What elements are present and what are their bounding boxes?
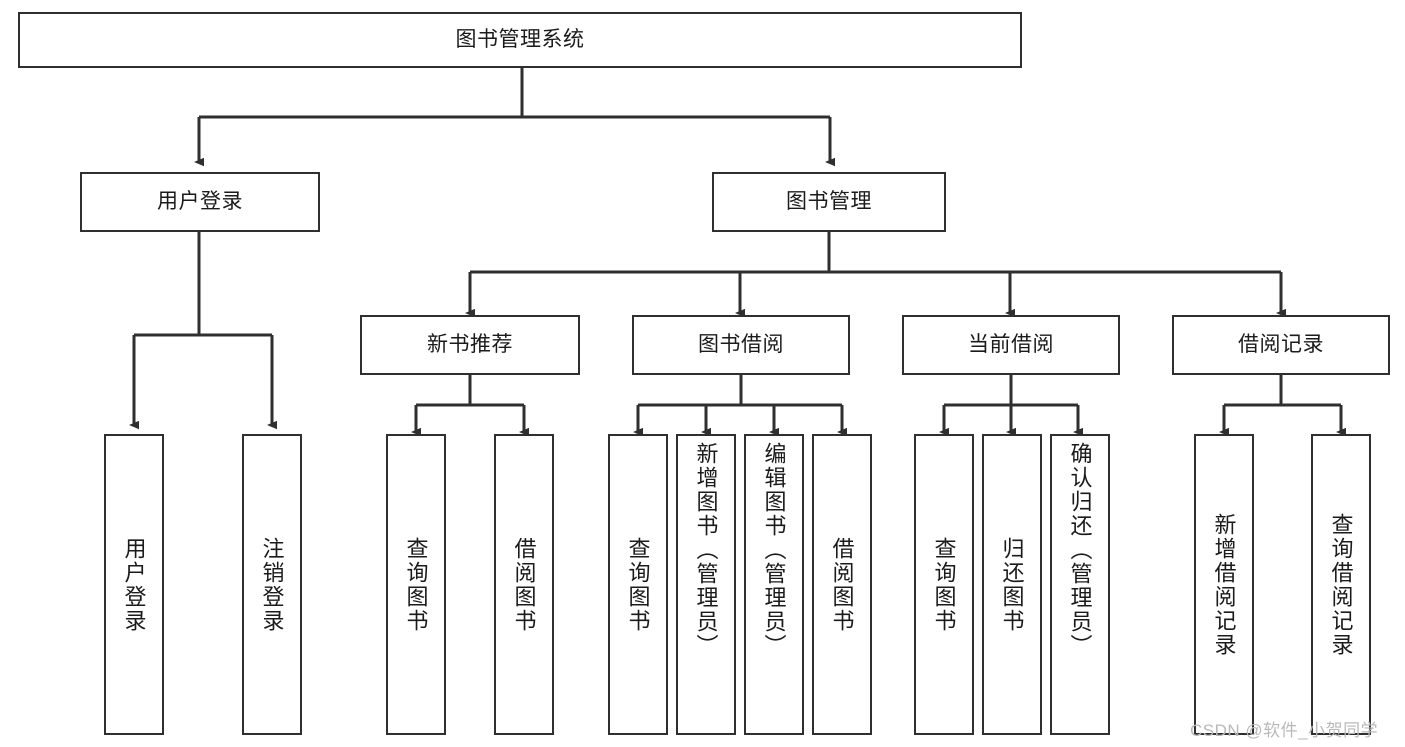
node-label: 当前借阅	[968, 332, 1054, 356]
node-label: 新增借阅记录	[1211, 512, 1237, 657]
leaf-borrow-record-add[interactable]: 新增借阅记录	[1194, 434, 1254, 735]
leaf-current-borrow-query[interactable]: 查询图书	[914, 434, 974, 735]
node-label: 查询图书	[403, 536, 429, 633]
node-borrow-record[interactable]: 借阅记录	[1172, 315, 1390, 375]
leaf-book-borrow-edit-admin[interactable]: 编辑图书（管理员）	[744, 434, 804, 735]
leaf-book-borrow-query[interactable]: 查询图书	[608, 434, 668, 735]
node-label: 查询图书	[931, 536, 957, 633]
leaf-book-borrow-add-admin[interactable]: 新增图书（管理员）	[676, 434, 736, 735]
node-label: 用户登录	[121, 536, 147, 633]
node-label: 新增图书（管理员）	[693, 442, 719, 658]
node-label: 新书推荐	[427, 332, 513, 356]
node-label: 图书管理	[786, 189, 872, 213]
node-book-borrow[interactable]: 图书借阅	[632, 315, 850, 375]
leaf-new-book-borrow[interactable]: 借阅图书	[494, 434, 554, 735]
leaf-current-borrow-return[interactable]: 归还图书	[982, 434, 1042, 735]
node-label: 归还图书	[999, 536, 1025, 633]
node-label: 注销登录	[259, 536, 285, 633]
leaf-current-borrow-confirm-return-admin[interactable]: 确认归还（管理员）	[1050, 434, 1110, 735]
node-label: 用户登录	[157, 189, 243, 213]
node-new-book-recommend[interactable]: 新书推荐	[360, 315, 580, 375]
node-label: 图书借阅	[698, 332, 784, 356]
node-label: 图书管理系统	[455, 27, 585, 51]
node-user-login[interactable]: 用户登录	[80, 172, 320, 232]
node-label: 借阅图书	[511, 536, 537, 633]
node-book-management[interactable]: 图书管理	[712, 172, 946, 232]
leaf-borrow-record-query[interactable]: 查询借阅记录	[1311, 434, 1371, 735]
node-label: 借阅记录	[1238, 332, 1324, 356]
node-label: 编辑图书（管理员）	[761, 442, 787, 658]
node-current-borrow[interactable]: 当前借阅	[902, 315, 1120, 375]
leaf-book-borrow-borrow[interactable]: 借阅图书	[812, 434, 872, 735]
node-label: 查询图书	[625, 536, 651, 633]
node-label: 确认归还（管理员）	[1067, 442, 1093, 658]
node-label: 查询借阅记录	[1328, 512, 1354, 657]
leaf-user-login-signin[interactable]: 用户登录	[104, 434, 164, 735]
leaf-user-login-signout[interactable]: 注销登录	[242, 434, 302, 735]
leaf-new-book-query[interactable]: 查询图书	[386, 434, 446, 735]
node-root-library-management-system[interactable]: 图书管理系统	[18, 12, 1022, 68]
node-label: 借阅图书	[829, 536, 855, 633]
